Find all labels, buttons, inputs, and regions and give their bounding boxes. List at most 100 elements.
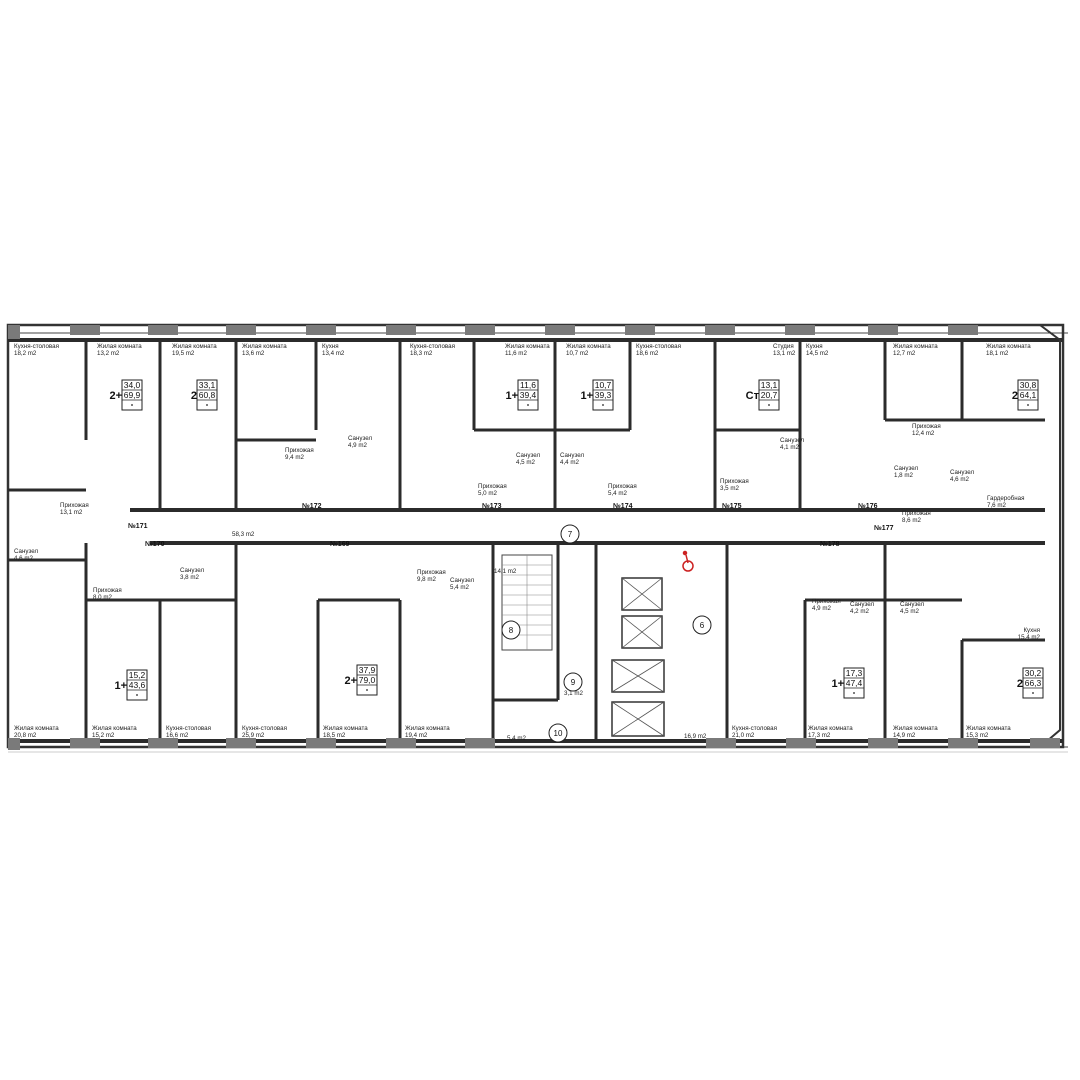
living-area: 37,9 <box>359 665 376 675</box>
room-area: 18,6 m2 <box>636 350 659 357</box>
room-name: Прихожая <box>285 447 314 454</box>
room-name: Жилая комната <box>323 725 368 732</box>
room-label: 5,4 m2 <box>507 735 526 742</box>
room-area: 25,9 m2 <box>242 732 265 739</box>
apartment-type: 2 <box>1012 390 1018 402</box>
tag-box <box>126 669 148 701</box>
plan-structure <box>6 323 1068 753</box>
room-name: Кухня-столовая <box>166 725 211 732</box>
room-name: Санузел <box>950 469 974 476</box>
room-name: Прихожая <box>417 569 446 576</box>
room-name: Санузел <box>450 577 474 584</box>
room-name: Жилая комната <box>966 725 1011 732</box>
living-area: 30,8 <box>1020 380 1037 390</box>
apartment-number: №170 <box>145 540 165 548</box>
apartment-tag: 230,266,3 <box>1017 667 1044 699</box>
room-name: Жилая комната <box>566 343 611 350</box>
room-area: 4,6 m2 <box>14 555 33 562</box>
room-area: 13,1 m2 <box>773 350 796 357</box>
tag-box <box>196 379 218 411</box>
apartment-tag: 1+10,739,3 <box>580 379 614 411</box>
total-area: 66,3 <box>1025 678 1042 688</box>
room-area: 15,2 m2 <box>92 732 115 739</box>
living-area: 11,6 <box>520 380 536 390</box>
apartment-type: 2 <box>1017 678 1023 690</box>
room-name: Прихожая <box>478 483 507 490</box>
apartment-tag: 2+34,069,9 <box>109 379 143 411</box>
apartment-type: 2+ <box>344 675 357 687</box>
marker-label: 10 <box>554 729 563 738</box>
apartment-number: №176 <box>858 502 878 510</box>
room-area: 4,6 m2 <box>950 476 969 483</box>
room-area: 7,6 m2 <box>987 502 1006 509</box>
total-area: 64,1 <box>1020 390 1037 400</box>
room-area: 4,2 m2 <box>850 608 869 615</box>
room-name: Кухня <box>1023 627 1040 634</box>
apartment-number: №169 <box>330 540 350 548</box>
room-area: 4,4 m2 <box>560 459 579 466</box>
room-name: Кухня-столовая <box>410 343 455 350</box>
room-name: Санузел <box>180 567 204 574</box>
room-name: Прихожая <box>812 598 841 605</box>
apartment-type: 1+ <box>580 390 593 402</box>
room-name: Жилая комната <box>505 343 550 350</box>
marker-label: 6 <box>700 621 705 630</box>
tag-box <box>356 664 378 696</box>
room-name: Прихожая <box>608 483 637 490</box>
room-area: 3,8 m2 <box>180 574 199 581</box>
room-name: Жилая комната <box>14 725 59 732</box>
apartment-type: 1+ <box>831 678 844 690</box>
room-area: 13,1 m2 <box>60 509 83 516</box>
room-label: 3,1 m2 <box>564 690 583 697</box>
room-area: 58,3 m2 <box>232 531 255 538</box>
tag-box <box>1022 667 1044 699</box>
room-name: Жилая комната <box>405 725 450 732</box>
room-area: 5,4 m2 <box>507 735 526 742</box>
living-area: 34,0 <box>124 380 141 390</box>
marker-label: 7 <box>568 530 573 539</box>
room-area: 8,0 m2 <box>93 594 112 601</box>
room-name: Прихожая <box>93 587 122 594</box>
room-area: 19,5 m2 <box>172 350 195 357</box>
room-name: Санузел <box>516 452 540 459</box>
tag-box <box>758 379 780 411</box>
room-area: 14,1 m2 <box>494 568 517 575</box>
total-area: 39,3 <box>595 390 612 400</box>
room-name: Кухня <box>322 343 339 350</box>
apartment-number: №178 <box>820 540 840 548</box>
apartment-number: №172 <box>302 502 322 510</box>
room-area: 5,4 m2 <box>450 584 469 591</box>
room-name: Жилая комната <box>986 343 1031 350</box>
room-name: Кухня-столовая <box>732 725 777 732</box>
room-name: Прихожая <box>902 510 931 517</box>
room-area: 4,1 m2 <box>780 444 799 451</box>
living-area: 33,1 <box>199 380 216 390</box>
